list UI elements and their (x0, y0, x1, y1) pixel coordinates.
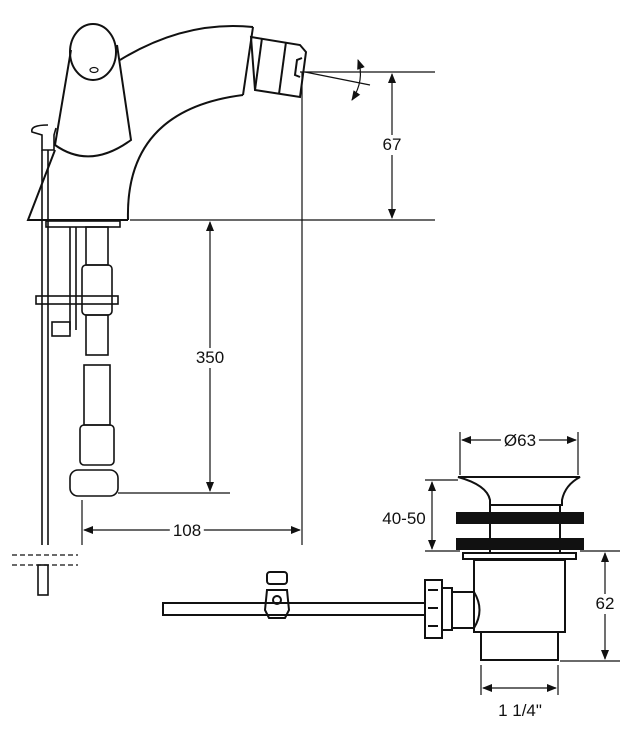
dimension-spout-reach: 108 (169, 521, 205, 541)
dimension-pipe-length: 350 (192, 348, 228, 368)
dimension-waste-diameter: Ø63 (500, 431, 540, 451)
bidet-mixer-faucet (12, 23, 308, 596)
waste-dimension-lines (425, 432, 620, 695)
pop-up-waste (162, 476, 584, 661)
dimension-thread-size: 1 1/4" (495, 701, 545, 721)
dimension-spout-height: 67 (379, 135, 405, 155)
dimension-waste-thickness: 40-50 (379, 509, 429, 529)
dimension-waste-height: 62 (592, 594, 618, 614)
faucet-dimension-lines (81, 59, 435, 545)
